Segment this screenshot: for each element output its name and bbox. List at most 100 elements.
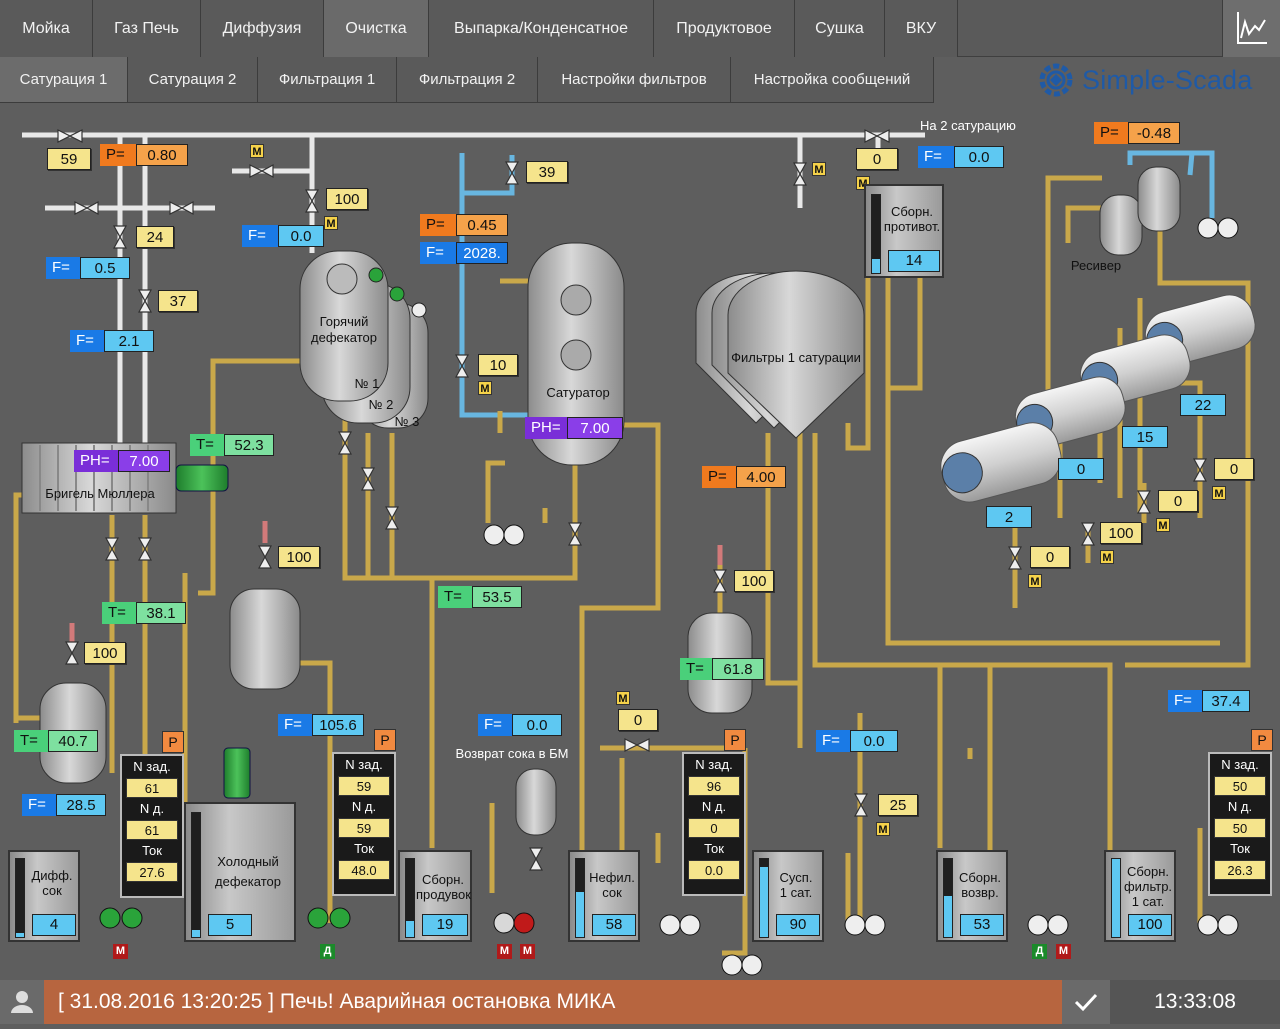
pressure-filters-value[interactable]: 4.00 <box>736 466 786 488</box>
valve-25[interactable]: 25 <box>878 794 918 816</box>
subtab-saturation-1[interactable]: Сатурация 1 <box>0 57 128 103</box>
flow-tag: F= <box>420 242 458 264</box>
drum-filter-2-value[interactable]: 0 <box>1058 458 1104 480</box>
current-label: Ток <box>1230 841 1250 856</box>
valve-top-0[interactable]: 0 <box>856 148 898 170</box>
ph-brigel-value[interactable]: 7.00 <box>118 450 170 472</box>
tab-purification[interactable]: Очистка <box>324 0 429 57</box>
current-label: Ток <box>354 841 374 856</box>
pressure-saturator-value[interactable]: 0.45 <box>456 214 508 236</box>
flow-right-value[interactable]: 37.4 <box>1202 690 1250 712</box>
defecator-1-label: № 1 <box>354 376 380 391</box>
tank-filtered: Сборн. фильтр. 1 сат. 100 <box>1104 850 1176 942</box>
n-act-value: 61 <box>126 820 178 840</box>
panel-2-p-button[interactable]: P <box>374 729 396 751</box>
drum-filter-3-value[interactable]: 15 <box>1122 426 1168 448</box>
temperature-tag: T= <box>680 658 714 680</box>
motor-badge[interactable]: М <box>520 944 535 959</box>
flow-c-value[interactable]: 2.1 <box>104 330 154 352</box>
valve-0-r2[interactable]: 0 <box>1158 490 1198 512</box>
drum-filter-1-value[interactable]: 2 <box>986 506 1032 528</box>
tank-label: Дифф. сок <box>31 868 73 898</box>
tab-evaporation[interactable]: Выпарка/Конденсатное <box>429 0 654 57</box>
value-59[interactable]: 59 <box>47 148 91 170</box>
n-set-value[interactable]: 59 <box>338 776 390 796</box>
subtab-filtration-1[interactable]: Фильтрация 1 <box>258 57 397 103</box>
flow-mid-value[interactable]: 0.0 <box>850 730 898 752</box>
alarm-message[interactable]: [ 31.08.2016 13:20:25 ] Печь! Аварийная … <box>44 980 1062 1024</box>
panel-4-p-button[interactable]: P <box>1251 729 1273 751</box>
drive-badge[interactable]: Д <box>1032 944 1047 959</box>
valve-0-r3[interactable]: 0 <box>1030 546 1070 568</box>
tank-value[interactable]: 58 <box>592 914 636 936</box>
tank-value[interactable]: 14 <box>888 250 940 272</box>
n-set-value[interactable]: 50 <box>1214 776 1266 796</box>
ph-saturator-value[interactable]: 7.00 <box>567 417 623 439</box>
process-scheme <box>13 129 1256 976</box>
valve-10[interactable]: 10 <box>478 354 518 376</box>
subtab-message-settings[interactable]: Настройка сообщений <box>731 57 934 103</box>
flow-105-value[interactable]: 105.6 <box>312 714 364 736</box>
temperature-mid-value[interactable]: 53.5 <box>472 586 522 608</box>
flow-top-value[interactable]: 0.0 <box>954 146 1004 168</box>
valve-24[interactable]: 24 <box>136 226 174 248</box>
tab-product[interactable]: Продуктовое <box>654 0 795 57</box>
flow-tag: F= <box>816 730 852 752</box>
valve-39[interactable]: 39 <box>526 161 568 183</box>
temperature-61-value[interactable]: 61.8 <box>712 658 764 680</box>
drum-filter-4-value[interactable]: 22 <box>1180 394 1226 416</box>
tab-moyka[interactable]: Мойка <box>0 0 93 57</box>
tank-value[interactable]: 53 <box>960 914 1004 936</box>
tank-label: Холодный дефекатор <box>215 854 281 889</box>
valve-0-r1[interactable]: 0 <box>1214 458 1254 480</box>
tank-value[interactable]: 90 <box>776 914 820 936</box>
subtab-filtration-2[interactable]: Фильтрация 2 <box>397 57 538 103</box>
tank-value[interactable]: 5 <box>208 914 252 936</box>
motor-badge[interactable]: М <box>497 944 512 959</box>
motor-badge[interactable]: М <box>1056 944 1071 959</box>
flow-return-value[interactable]: 0.0 <box>512 714 562 736</box>
saturator-label: Сатуратор <box>546 385 610 400</box>
trend-chart-button[interactable] <box>1222 0 1280 57</box>
valve-0-mid[interactable]: 0 <box>618 709 658 731</box>
tab-diffusion[interactable]: Диффузия <box>201 0 324 57</box>
flow-saturator-value[interactable]: 2028. <box>456 242 508 264</box>
tab-drying[interactable]: Сушка <box>795 0 885 57</box>
temperature-40-value[interactable]: 40.7 <box>48 730 98 752</box>
n-act-label: N д. <box>351 799 377 814</box>
valve-100-c[interactable]: 100 <box>84 642 126 664</box>
panel-3-p-button[interactable]: P <box>724 729 746 751</box>
tank-value[interactable]: 4 <box>32 914 76 936</box>
valve-100-r[interactable]: 100 <box>1100 522 1142 544</box>
tank-value[interactable]: 100 <box>1128 914 1172 936</box>
valve-100-d[interactable]: 100 <box>734 570 774 592</box>
tab-gas-furnace[interactable]: Газ Печь <box>93 0 201 57</box>
manual-badge: М <box>250 144 264 158</box>
user-button[interactable] <box>0 980 44 1024</box>
subtab-filter-settings[interactable]: Настройки фильтров <box>538 57 731 103</box>
flow-b-value[interactable]: 0.5 <box>80 257 130 279</box>
hot-defecator-label: Горячий дефекатор <box>311 314 377 345</box>
n-set-value[interactable]: 96 <box>688 776 740 796</box>
acknowledge-button[interactable] <box>1062 980 1110 1024</box>
valve-100-a[interactable]: 100 <box>326 188 368 210</box>
tank-level-fill <box>760 866 768 937</box>
logo-text: Simple-Scada <box>1082 64 1253 95</box>
pressure-receiver-value[interactable]: -0.48 <box>1128 122 1180 144</box>
current-label: Ток <box>704 841 724 856</box>
temperature-brigel-value[interactable]: 52.3 <box>224 434 274 456</box>
drive-badge[interactable]: Д <box>320 944 335 959</box>
flow-28-value[interactable]: 28.5 <box>56 794 106 816</box>
valve-37[interactable]: 37 <box>158 290 198 312</box>
tank-value[interactable]: 19 <box>422 914 468 936</box>
pressure-top-value[interactable]: 0.80 <box>136 144 188 166</box>
tab-vku[interactable]: ВКУ <box>885 0 958 57</box>
user-icon <box>11 991 33 1013</box>
n-set-value[interactable]: 61 <box>126 778 178 798</box>
motor-badge[interactable]: М <box>113 944 128 959</box>
flow-a-value[interactable]: 0.0 <box>278 225 324 247</box>
temperature-38-value[interactable]: 38.1 <box>136 602 186 624</box>
subtab-saturation-2[interactable]: Сатурация 2 <box>128 57 258 103</box>
valve-100-b[interactable]: 100 <box>278 546 320 568</box>
panel-1-p-button[interactable]: P <box>162 731 184 753</box>
